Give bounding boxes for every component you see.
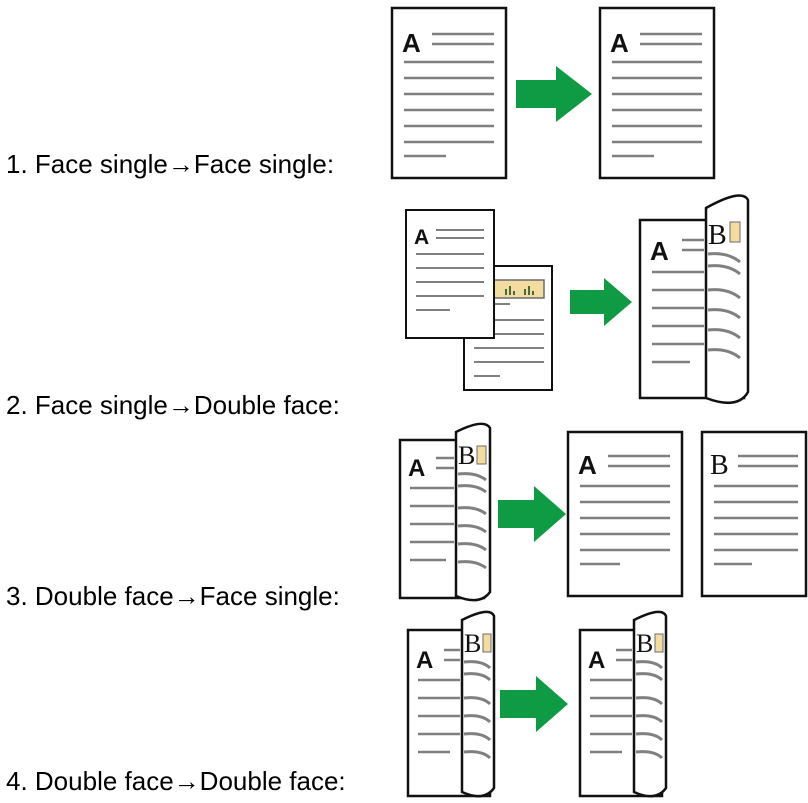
mode-4-illustration: A B bbox=[406, 610, 668, 798]
page-letter-a: A bbox=[588, 647, 605, 674]
source-page-a: A bbox=[405, 209, 495, 339]
output-duplex-page: A B bbox=[638, 194, 750, 405]
output-page: A bbox=[598, 6, 716, 180]
page-letter-b: B bbox=[464, 629, 481, 658]
arrow-icon bbox=[498, 486, 566, 542]
page-letter-a: A bbox=[610, 28, 629, 58]
arrow-icon bbox=[570, 278, 632, 326]
page-letter-a: A bbox=[650, 236, 669, 266]
mode-4-label: 4. Double face→Double face: bbox=[6, 766, 346, 796]
page-letter-b: B bbox=[708, 220, 727, 251]
arrow-icon bbox=[500, 676, 568, 732]
page-letter-b: B bbox=[636, 629, 653, 658]
page-letter-a: A bbox=[416, 647, 433, 674]
output-page-b: B bbox=[700, 430, 808, 598]
page-letter-b: B bbox=[458, 441, 475, 470]
mode-1-illustration: A A bbox=[390, 6, 716, 180]
mode-2-label: 2. Face single→Double face: bbox=[6, 390, 340, 420]
page-letter-b: B bbox=[710, 450, 729, 481]
mode-2-illustration: A A bbox=[405, 194, 750, 405]
chart-thumbnail bbox=[489, 279, 545, 299]
page-letter-a: A bbox=[408, 455, 425, 482]
page-letter-a: A bbox=[402, 28, 421, 58]
arrow-icon bbox=[516, 66, 592, 122]
mode-1-label: 1. Face single→Face single: bbox=[6, 149, 335, 179]
mode-3-illustration: A B bbox=[398, 422, 808, 602]
output-duplex-page: A B bbox=[578, 610, 668, 798]
source-duplex-page: A B bbox=[406, 610, 496, 798]
output-page-a: A bbox=[566, 430, 684, 598]
page-letter-a: A bbox=[414, 226, 429, 249]
page-letter-a: A bbox=[578, 450, 597, 480]
source-page: A bbox=[390, 6, 508, 180]
mode-3-label: 3. Double face→Face single: bbox=[6, 581, 340, 611]
source-duplex-page: A B bbox=[398, 422, 492, 602]
